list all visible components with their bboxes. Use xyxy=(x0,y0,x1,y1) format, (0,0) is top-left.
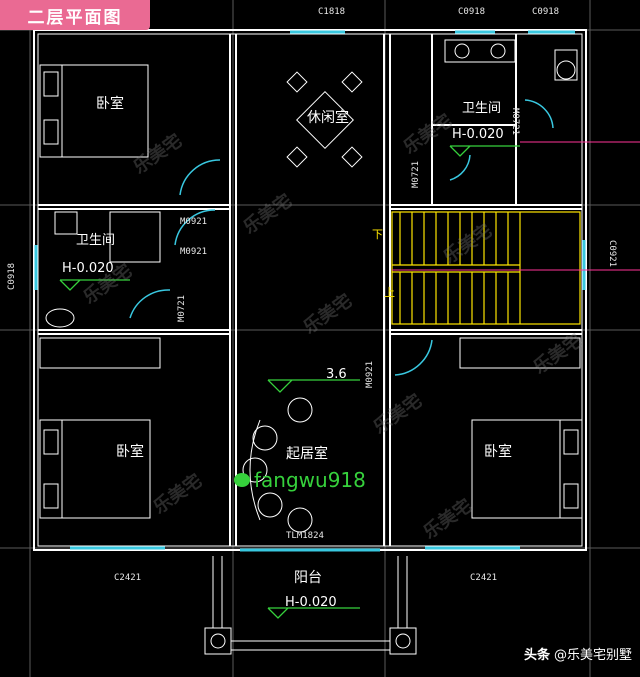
stair-arrow xyxy=(392,141,640,271)
window-c0918-west: C0918 xyxy=(7,263,17,290)
window-c0918-b: C0918 xyxy=(532,7,559,17)
room-living: 起居室 xyxy=(286,445,328,462)
door-m0721-c: M0721 xyxy=(177,295,187,322)
windows xyxy=(34,30,586,552)
room-balcony: 阳台 xyxy=(294,570,322,586)
level-markers xyxy=(59,145,520,619)
door-m0921-a: M0921 xyxy=(180,217,207,227)
window-c1818: C1818 xyxy=(318,7,345,17)
source-account: @乐美宅别墅 xyxy=(553,648,632,663)
floor-title-tag: 二层平面图 xyxy=(0,0,150,30)
window-c0918-a: C0918 xyxy=(458,7,485,17)
bath-w-level: H-0.020 xyxy=(62,261,114,276)
bath-ne-level: H-0.020 xyxy=(452,127,504,142)
window-c0921-east: C0921 xyxy=(607,240,617,267)
wechat-id: fangwu918 xyxy=(234,468,366,492)
staircase xyxy=(391,211,581,325)
stair-down-label: 下 xyxy=(372,228,383,241)
door-m0921-b: M0921 xyxy=(180,247,207,257)
room-bedroom-sw: 卧室 xyxy=(116,443,144,460)
window-c2421-a: C2421 xyxy=(114,573,141,583)
room-bath-ne: 卫生间 xyxy=(462,101,501,116)
stair-up-label: 上 xyxy=(384,286,395,299)
source-credit: 头条@乐美宅别墅 xyxy=(524,644,632,663)
wechat-text: fangwu918 xyxy=(254,468,366,492)
door-tlm1824: TLM1824 xyxy=(286,531,324,541)
balcony-level: H-0.020 xyxy=(285,595,337,610)
door-m0921-c: M0921 xyxy=(365,361,375,388)
walls xyxy=(33,29,587,551)
level-3-6: 3.6 xyxy=(326,367,347,382)
window-c2421-b: C2421 xyxy=(470,573,497,583)
room-bath-w: 卫生间 xyxy=(76,233,115,248)
door-m0721-a: M0721 xyxy=(510,108,520,135)
door-swings xyxy=(129,99,554,376)
room-leisure: 休闲室 xyxy=(307,109,349,126)
wechat-icon xyxy=(234,473,250,487)
source-platform: 头条 xyxy=(523,648,550,663)
door-m0721-b: M0721 xyxy=(411,161,421,188)
room-bedroom-nw: 卧室 xyxy=(96,95,124,112)
room-bedroom-se: 卧室 xyxy=(484,443,512,460)
furniture xyxy=(39,39,583,655)
